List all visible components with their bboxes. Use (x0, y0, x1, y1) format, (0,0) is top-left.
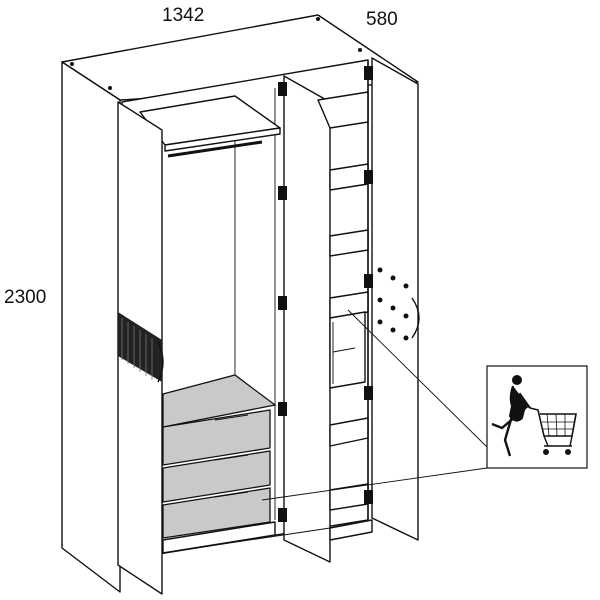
drawer-top (162, 409, 271, 466)
depth-dimension-label: 580 (366, 9, 398, 30)
woman-with-shopping-cart-icon (491, 375, 577, 457)
bottom-plinth (329, 519, 373, 541)
right-door (371, 57, 419, 541)
door-mounting-holes (377, 267, 409, 341)
right-door-handle (411, 297, 420, 339)
drawer-unit (162, 374, 277, 539)
left-side-panel (61, 61, 121, 593)
wardrobe-icon (61, 14, 420, 595)
clothes-rail (167, 140, 263, 158)
small-drawer (329, 311, 366, 389)
middle-door (283, 75, 331, 563)
height-dimension-label: 2300 (4, 287, 46, 308)
callout-lines (261, 309, 488, 501)
hinges (278, 66, 373, 522)
door-grill (118, 312, 162, 382)
inset-box (486, 365, 588, 469)
left-door-handle (157, 341, 164, 383)
width-dimension-label: 1342 (162, 5, 204, 26)
